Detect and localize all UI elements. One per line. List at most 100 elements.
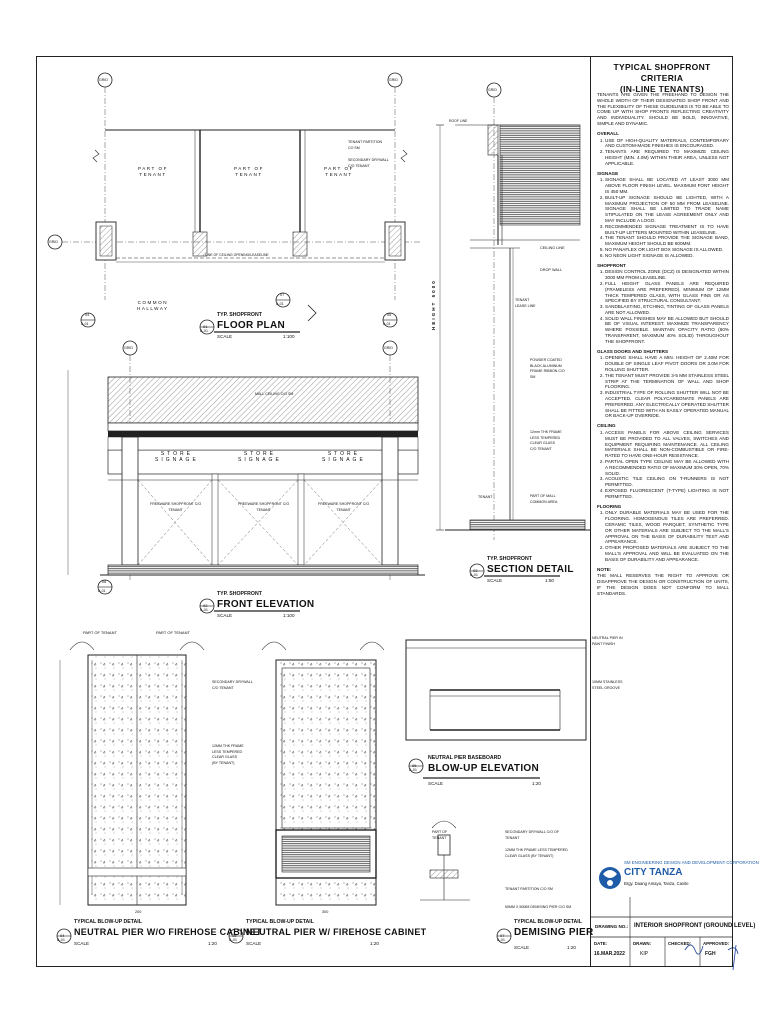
approved-signature: [727, 944, 739, 971]
list-item: BUILT-UP SIGNAGE SHOULD BE LIGHTED, WITH…: [605, 195, 729, 224]
demising-part-label: PART OF TENANT: [432, 830, 448, 840]
list-item: THE TENANT SHOULD PROVIDE THE SIGNAGE BA…: [605, 235, 729, 247]
view-type: NEUTRAL PIER BASEBOARD: [428, 755, 502, 761]
list-item: NO PANAFLEX OR LIGHT BOX SIGNAGE IS ALLO…: [605, 247, 729, 253]
list-item: ACCESS PANELS FOR ABOVE CEILING SERVICES…: [605, 430, 729, 459]
note-text: THE MALL RESERVES THE RIGHT TO APPROVE O…: [597, 573, 729, 596]
flooring-heading: FLOORING: [597, 503, 622, 509]
view-title-pier-wo-firehose: NEUTRAL PIER W/O FIREHOSE CABINET: [74, 927, 262, 937]
demising-drywall-label: SECONDARY DRYWALL C/O OF TENANT: [505, 830, 560, 840]
list-item: SIGNAGE SHALL BE LOCATED AT LEAST 3000 M…: [605, 177, 729, 194]
scale-ratio: 1:50: [545, 578, 554, 583]
marker-number: 04: [85, 313, 90, 317]
view-number: 03: [473, 568, 478, 573]
demising-pier-label: 50MM X 50MM DEMISING PIER C/O SM: [505, 905, 572, 909]
overall-list: USE OF HIGH-QUALITY MATERIALS, CONTEMPOR…: [597, 138, 729, 167]
store-signage-label: STORE SIGNAGE: [238, 451, 282, 463]
ceiling-heading: CEILING: [597, 423, 616, 429]
scale-label: SCALE: [514, 945, 530, 950]
view-sheet: A-01: [200, 329, 209, 333]
part-of-tenant-label: PART OF TENANT: [234, 166, 264, 177]
grid-label: GRID: [384, 346, 393, 350]
stainless-label: 10MM STAINLESS STEEL GROOVE: [592, 680, 623, 690]
scale-label: SCALE: [428, 781, 444, 786]
grid-label: GRID: [49, 240, 58, 244]
drawing-sheet-border: [36, 56, 733, 967]
tenant-leaseline-label: TENANT LEASE LINE: [515, 298, 536, 308]
freeware-label: FREEWARE SHOPFRONT C/O TENANT: [150, 502, 202, 512]
view-type: TYPICAL BLOW-UP DETAIL: [246, 919, 314, 925]
grid-label: GRID: [124, 346, 133, 350]
secondary-drywall-label: SECONDARY DRYWALL C/O TENANT: [212, 680, 253, 690]
freeware-label: FREEWARE SHOPFRONT C/O TENANT: [238, 502, 290, 512]
list-item: PARTIAL OPEN TYPE CEILING MAY BE ALLOWED…: [605, 459, 729, 476]
criteria-title-line2: (IN-LINE TENANTS): [620, 84, 704, 94]
view-sheet: A-01: [409, 768, 418, 772]
view-title-front-elevation: FRONT ELEVATION: [217, 599, 315, 610]
list-item: TENANTS ARE REQUIRED TO MAXIMIZE CEILING…: [605, 149, 729, 166]
drop-wall-label: DROP WALL: [540, 268, 563, 272]
marker-sheet: A-01: [383, 322, 391, 326]
neutral-pier-label: NEUTRAL PIER IN PAINT FINISH: [592, 636, 623, 646]
list-item: FULL HEIGHT GLASS PANELS ARE REQUIRED (F…: [605, 281, 729, 304]
demising-pier: [420, 820, 512, 944]
approved-label: APPROVED:: [703, 941, 730, 946]
ceiling-note-label: MALL CEILING C/O SM: [255, 392, 294, 396]
list-item: ACOUSTIC TILE CEILING ON T-RUNNERS IS NO…: [605, 476, 729, 488]
pier-wo-firehose: [56, 641, 205, 944]
company-name: SM ENGINEERING DESIGN AND DEVELOPMENT CO…: [624, 860, 759, 865]
section-detail: [436, 82, 590, 579]
leaseline-label: LINE OF CEILING OPENING/LEASELINE: [205, 253, 269, 257]
view-type: TYP. SHOPFRONT: [217, 591, 262, 597]
scale-label: SCALE: [217, 613, 233, 618]
criteria-panel-divider: [590, 56, 733, 967]
glass-label: 12mm THK FRAME LESS TEMPERED CLEAR GLASS…: [530, 430, 562, 451]
approved-value: FGH: [705, 951, 716, 957]
project-name: CITY TANZA: [624, 867, 683, 878]
height-dimension: HEIGHT 5000: [431, 279, 436, 330]
glass-label: 12MM THK FRAME LESS TEMPERED CLEAR GLASS…: [212, 744, 244, 765]
scale-ratio: 1:100: [283, 613, 295, 618]
marker-number: 07: [280, 293, 285, 297]
part-of-tenant-label: PART OF TENANT: [156, 630, 190, 635]
date-value: 16.MAR.2022: [594, 951, 625, 957]
list-item: DESIGN CONTROL ZONE (DCZ) IS DESIGNATED …: [605, 269, 729, 281]
list-item: EXPOSED FLUORESCENT (T-TYPE) LIGHTING IS…: [605, 488, 729, 500]
date-label: DATE:: [594, 941, 608, 946]
view-sheet: A-01: [229, 938, 238, 942]
front-elevation: [67, 340, 425, 614]
store-signage-label: STORE SIGNAGE: [155, 451, 199, 463]
tenant-label: TENANT: [478, 495, 493, 499]
list-item: NO NEON LIGHT SIGNAGE IS ALLOWED.: [605, 253, 729, 259]
list-item: INDUSTRIAL TYPE OF ROLLING SHUTTER WILL …: [605, 390, 729, 419]
view-type: TYP. SHOPFRONT: [217, 312, 262, 318]
view-number: 02: [203, 603, 208, 608]
common-hallway-label: COMMON HALLWAY: [137, 300, 169, 311]
dimension-label: 200: [135, 910, 142, 914]
flooring-list: ONLY DURABLE MATERIALS MAY BE USED FOR T…: [597, 510, 729, 562]
part-of-tenant-label: PART OF TENANT: [138, 166, 168, 177]
drawn-label: DRAWN:: [633, 941, 652, 946]
view-title-floor-plan: FLOOR PLAN: [217, 320, 285, 331]
view-type: TYPICAL BLOW-UP DETAIL: [514, 919, 582, 925]
view-title-pier-w-firehose: NEUTRAL PIER W/ FIREHOSE CABINET: [246, 927, 427, 937]
signage-heading: SIGNAGE: [597, 170, 619, 176]
scale-label: SCALE: [487, 578, 503, 583]
project-address: Brgy. Daang Amaya, Tanza, Cavite: [624, 881, 689, 886]
view-title-section-detail: SECTION DETAIL: [487, 564, 574, 575]
common-area-label: PART OF MALL COMMON AREA: [530, 494, 558, 504]
city-tanza-logo: [599, 867, 621, 889]
drawn-value: KIP: [640, 951, 649, 957]
list-item: ONLY DURABLE MATERIALS MAY BE USED FOR T…: [605, 510, 729, 545]
criteria-title: TYPICAL SHOPFRONT CRITERIA (IN-LINE TENA…: [592, 62, 732, 95]
demising-glass-label: 12MM THK FRAME LESS TEMPERED CLEAR GLASS…: [505, 848, 568, 858]
view-sheet: A-01: [470, 573, 479, 577]
marker-number: 06: [102, 580, 107, 584]
pier-w-firehose: [228, 641, 385, 944]
drawing-title: INTERIOR SHOPFRONT (GROUND LEVEL): [634, 923, 756, 929]
marker-number: 05: [387, 313, 392, 317]
overall-heading: OVERALL: [597, 130, 619, 136]
doors-list: OPENING SHALL HAVE A MIN. HEIGHT OF 2.40…: [597, 355, 729, 419]
criteria-title-line1: TYPICAL SHOPFRONT CRITERIA: [613, 62, 711, 83]
criteria-body: TENANTS ARE GIVEN THE FREEHAND TO DESIGN…: [597, 92, 729, 601]
